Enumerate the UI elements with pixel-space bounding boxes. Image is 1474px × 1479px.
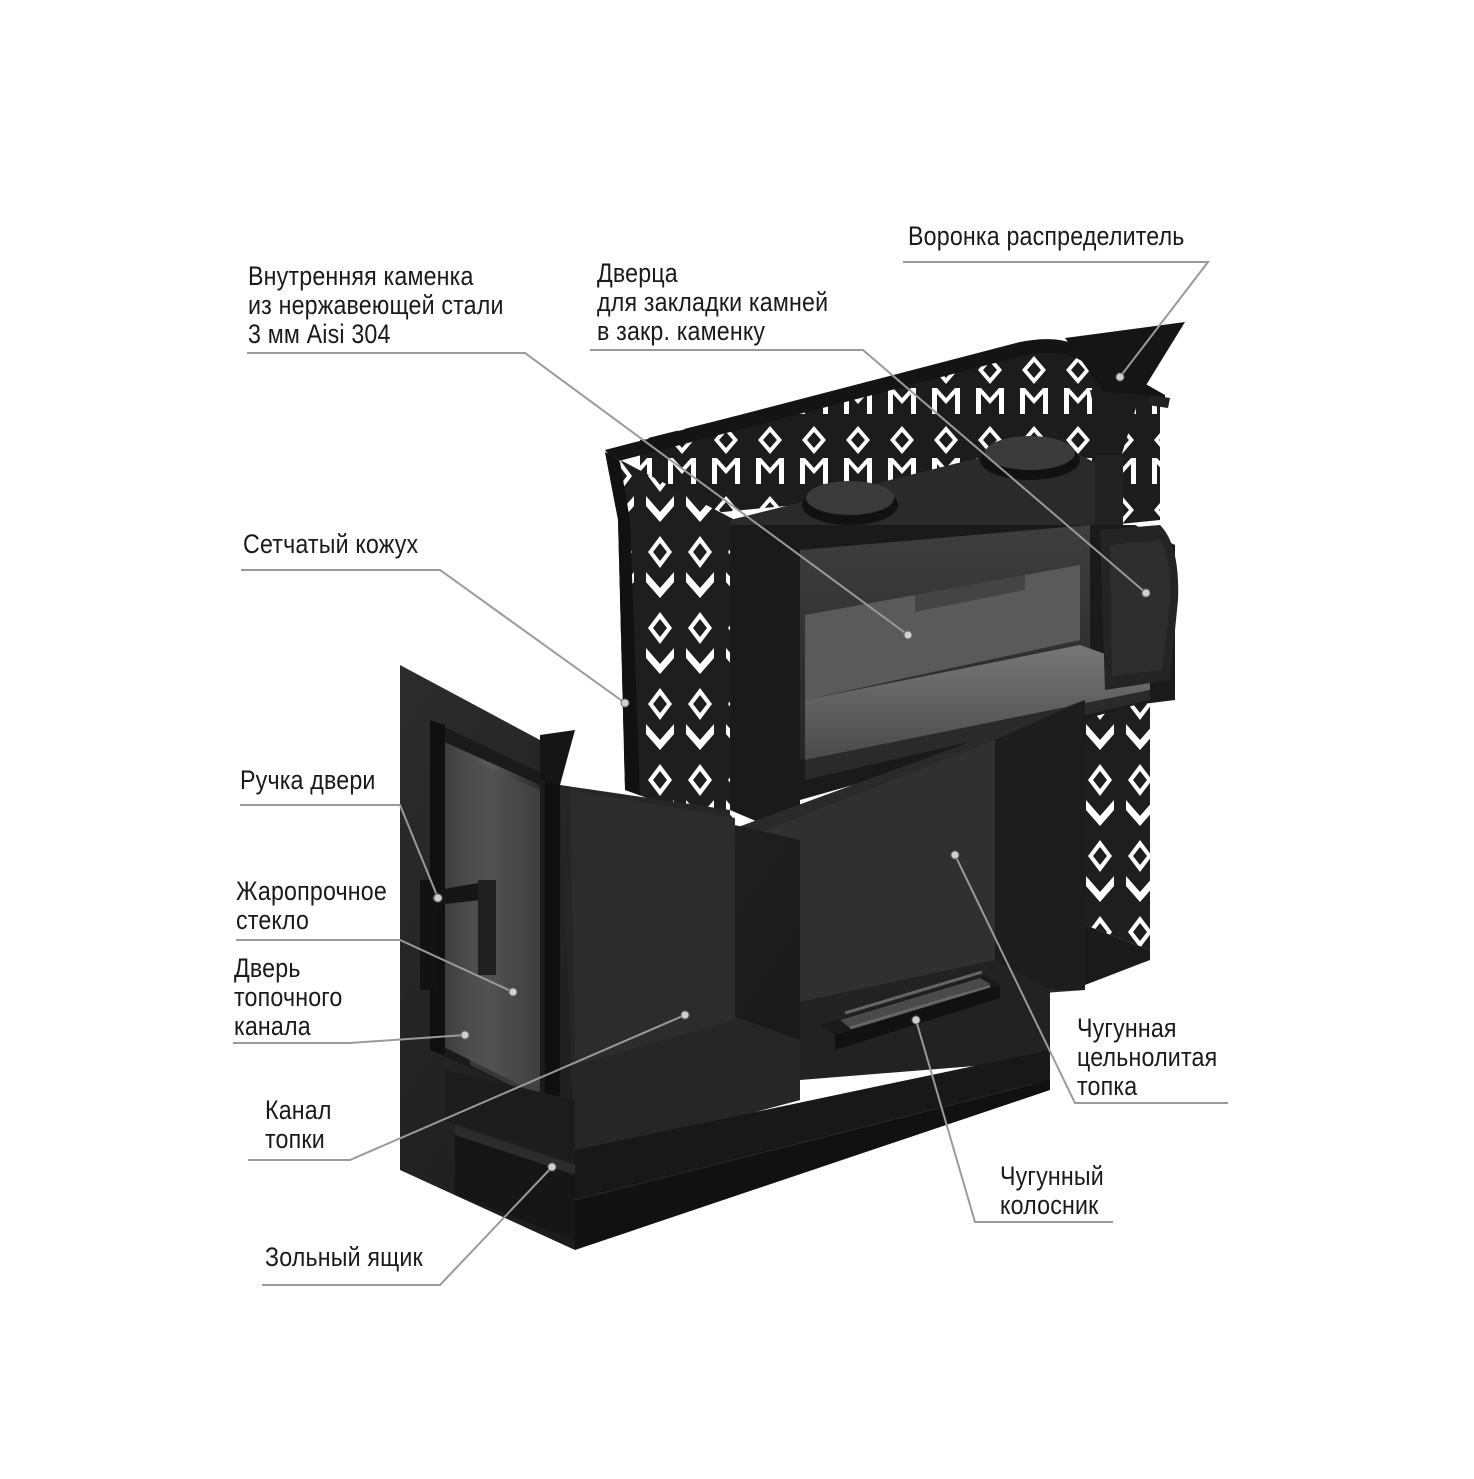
label-inner-heater: Внутренняя каменка из нержавеющей стали … (248, 261, 504, 349)
label-mesh-casing: Сетчатый кожух (243, 529, 419, 559)
label-stone-door: Дверца для закладки камней в закр. камен… (597, 258, 829, 346)
leader-lines (233, 261, 1228, 1286)
label-ash-box: Зольный ящик (265, 1242, 423, 1272)
label-grate: Чугунный колосник (1000, 1161, 1104, 1220)
label-firebox-channel: Канал топки (265, 1095, 332, 1154)
inner-heater (730, 525, 1179, 840)
label-door-handle: Ручка двери (240, 765, 376, 795)
firebox-door (430, 720, 560, 1110)
label-firebox-door: Дверь топочного канала (234, 953, 343, 1041)
door-handle (420, 880, 496, 990)
label-glass: Жаропрочное стекло (236, 876, 387, 935)
ash-box (445, 1070, 575, 1240)
door-hinge (540, 730, 575, 785)
label-castiron-firebox: Чугунная цельнолитая топка (1077, 1013, 1218, 1101)
funnel (1065, 322, 1185, 535)
leader-dots (433, 372, 1151, 1172)
label-funnel: Воронка распределитель (908, 221, 1185, 251)
